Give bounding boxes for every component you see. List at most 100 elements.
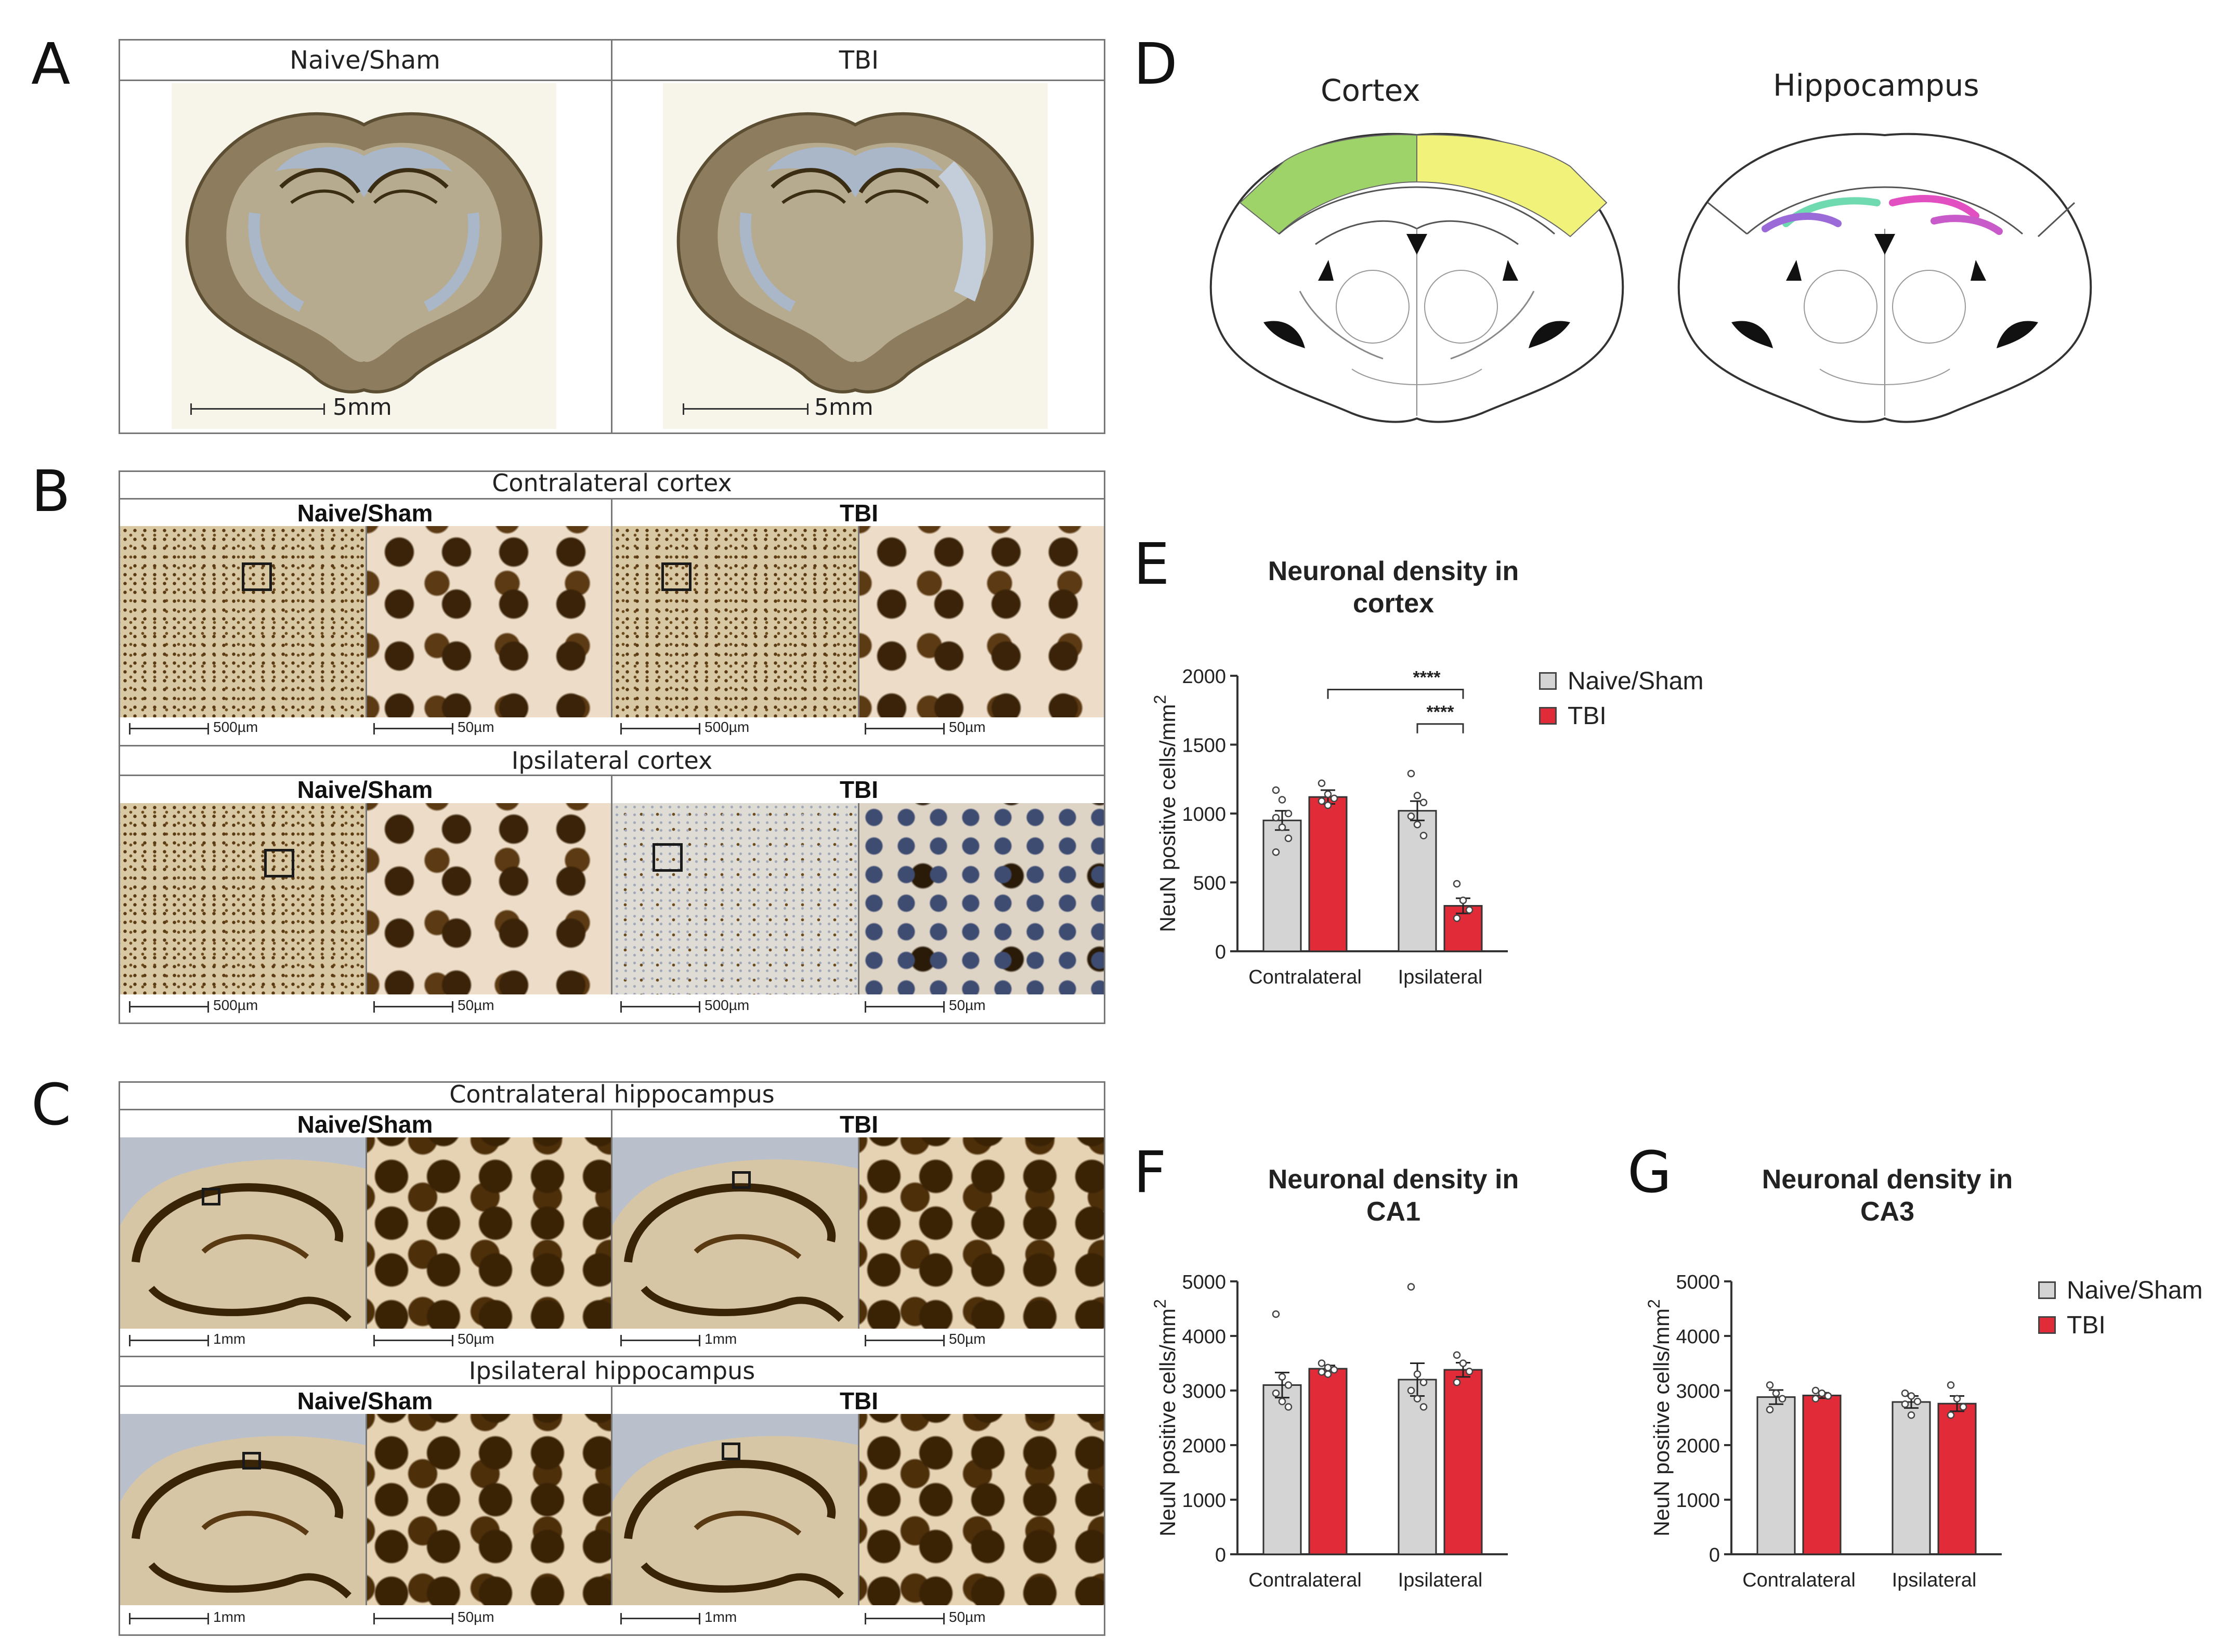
scalebar [373,723,453,735]
hippocampus-section [120,1137,366,1329]
data-point [1413,1370,1422,1378]
data-point [1407,1386,1415,1395]
scale-label: 500µm [213,997,258,1013]
scalebar [129,1335,209,1346]
y-axis-label: NeuN positive cells/mm2 [1151,695,1180,933]
legend-swatch-naive-2 [2038,1281,2056,1299]
data-point [1272,1389,1280,1397]
y-tick-label: 1500 [1182,735,1226,757]
panel-c-ipsi-title: Ipsilateral hippocampus [468,1357,755,1385]
data-point [1766,1381,1774,1389]
panel-a-scale-left-label: 5mm [333,394,392,421]
scale-label: 500µm [705,997,750,1013]
panel-c-ipsi-tbi-high [858,1414,1104,1605]
data-point [1272,814,1280,822]
panel-letter-f: F [1133,1139,1167,1205]
panel-c-ipsi-naive-high [366,1414,611,1605]
data-point [1419,1379,1428,1386]
data-point [1947,1381,1955,1389]
scale-label: 50µm [458,1331,494,1347]
panel-c-ipsi-naive-header: Naive/Sham [297,1387,433,1414]
scalebar [620,1001,700,1013]
panel-c-ipsi-tbi-low [612,1414,858,1605]
panel-a-left-title: Naive/Sham [290,46,440,75]
y-axis-label-superscript: 2 [1151,695,1169,704]
chart-g-title-line1: Neuronal density in [1762,1164,2013,1195]
data-point [1278,823,1286,831]
panel-b-contra-tbi-header: TBI [839,500,879,527]
hippocampus-section [612,1414,858,1605]
scale-label: 50µm [458,1609,494,1625]
x-category-label: Contralateral [1248,966,1362,988]
data-point [1284,809,1293,818]
data-point [1959,1403,1967,1411]
panel-b-rule-1 [119,498,1105,500]
data-point [1465,1368,1473,1375]
data-point [1284,1381,1293,1389]
scalebar [129,723,209,735]
y-tick-label: 0 [1215,941,1226,963]
bar [1892,1401,1931,1555]
panel-letter-a: A [31,31,71,97]
data-point [1778,1395,1786,1402]
data-point [1824,1392,1832,1400]
data-point [1413,1395,1422,1402]
panel-c-rule-3 [119,1385,1105,1387]
data-point [1324,1363,1332,1372]
divider [366,1414,367,1634]
roi-box [653,843,683,872]
panel-b-ipsi-naive-high [366,803,611,994]
scale-label: 50µm [949,1331,986,1347]
data-point [1453,880,1461,888]
y-tick-label: 5000 [1182,1271,1226,1293]
bar [1398,810,1437,952]
panel-b-ipsi-tbi-low [612,803,858,994]
y-tick-label: 500 [1193,873,1226,895]
y-tick-label: 3000 [1182,1381,1226,1402]
hippocampus-section [120,1414,366,1605]
panel-a-tbi-image [663,83,1048,429]
data-point [1947,1411,1955,1419]
data-point [1278,796,1286,804]
divider [858,1137,859,1343]
divider [858,803,859,1022]
legend-swatch-tbi-2 [2038,1316,2056,1334]
legend-label-naive-2: Naive/Sham [2067,1277,2203,1304]
data-point [1272,1310,1280,1318]
y-tick-label: 2000 [1676,1435,1720,1457]
panel-a-scale-right-label: 5mm [814,394,873,421]
scalebar [620,723,700,735]
scale-label: 500µm [213,719,258,735]
data-point [1453,1351,1461,1359]
panel-c-ipsi-tbi-header: TBI [839,1387,879,1414]
y-tick-label: 3000 [1676,1381,1720,1402]
data-point [1901,1400,1909,1408]
scale-label: 500µm [705,719,750,735]
roi-box [264,849,294,877]
bar [1262,1384,1302,1555]
chart-e-title-line1: Neuronal density in [1268,556,1519,586]
y-axis-label-superscript: 2 [1151,1299,1169,1308]
panel-c-contra-tbi-low [612,1137,858,1329]
data-point [1459,1359,1467,1367]
data-point [1419,1403,1428,1411]
roi-box [722,1443,740,1460]
scalebar [373,1613,453,1624]
y-tick-label: 1000 [1182,804,1226,825]
data-point [1453,1379,1461,1386]
panel-b-rule-3 [119,775,1105,776]
y-tick-label: 0 [1215,1544,1226,1566]
x-category-label: Ipsilateral [1398,966,1483,988]
data-point [1278,1373,1286,1381]
data-point [1330,794,1338,803]
data-point [1907,1392,1915,1400]
divider [611,1110,612,1343]
data-point [1278,1397,1286,1406]
panel-b-ipsi-tbi-header: TBI [839,776,879,803]
data-point [1419,832,1428,840]
scalebar [865,1001,945,1013]
divider [858,1414,859,1634]
panel-a-header-rule [119,80,1105,81]
panel-a-scalebar-left [190,403,325,415]
